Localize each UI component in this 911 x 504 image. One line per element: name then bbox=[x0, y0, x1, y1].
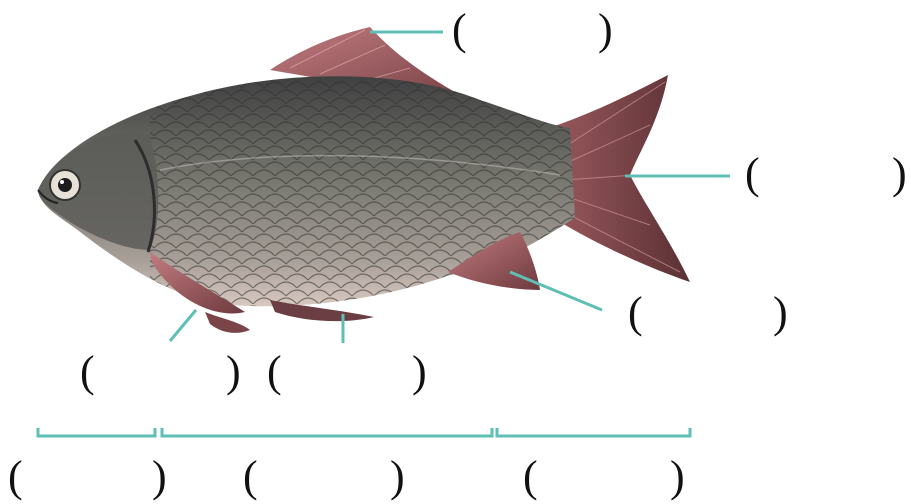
bracket-head bbox=[38, 428, 155, 436]
open-paren: ( bbox=[523, 452, 538, 501]
close-paren: ) bbox=[598, 5, 613, 54]
open-paren: ( bbox=[80, 347, 95, 396]
blank-pectoral-fin[interactable]: ( ) bbox=[80, 347, 241, 396]
bracket-trunk bbox=[162, 428, 492, 436]
open-paren: ( bbox=[243, 452, 258, 501]
leader-line-anal bbox=[510, 272, 602, 310]
blank-tail-section[interactable]: ( ) bbox=[523, 452, 685, 501]
blank-anal-fin[interactable]: ( ) bbox=[628, 288, 788, 337]
close-paren: ) bbox=[412, 347, 427, 396]
bracket-tail bbox=[497, 428, 690, 436]
close-paren: ) bbox=[670, 452, 685, 501]
open-paren: ( bbox=[628, 288, 643, 337]
blank-head-section[interactable]: ( ) bbox=[8, 452, 167, 501]
open-paren: ( bbox=[452, 5, 467, 54]
blank-trunk-section[interactable]: ( ) bbox=[243, 452, 405, 501]
open-paren: ( bbox=[8, 452, 23, 501]
open-paren: ( bbox=[267, 347, 282, 396]
blank-pelvic-fin[interactable]: ( ) bbox=[267, 347, 427, 396]
close-paren: ) bbox=[226, 347, 241, 396]
close-paren: ) bbox=[152, 452, 167, 501]
blank-tail-fin[interactable]: ( ) bbox=[745, 149, 907, 198]
close-paren: ) bbox=[773, 288, 788, 337]
close-paren: ) bbox=[390, 452, 405, 501]
fish-eye bbox=[50, 170, 80, 200]
open-paren: ( bbox=[745, 149, 760, 198]
leader-line-pectoral bbox=[170, 310, 196, 341]
blank-dorsal-fin[interactable]: ( ) bbox=[452, 5, 613, 54]
close-paren: ) bbox=[892, 149, 907, 198]
